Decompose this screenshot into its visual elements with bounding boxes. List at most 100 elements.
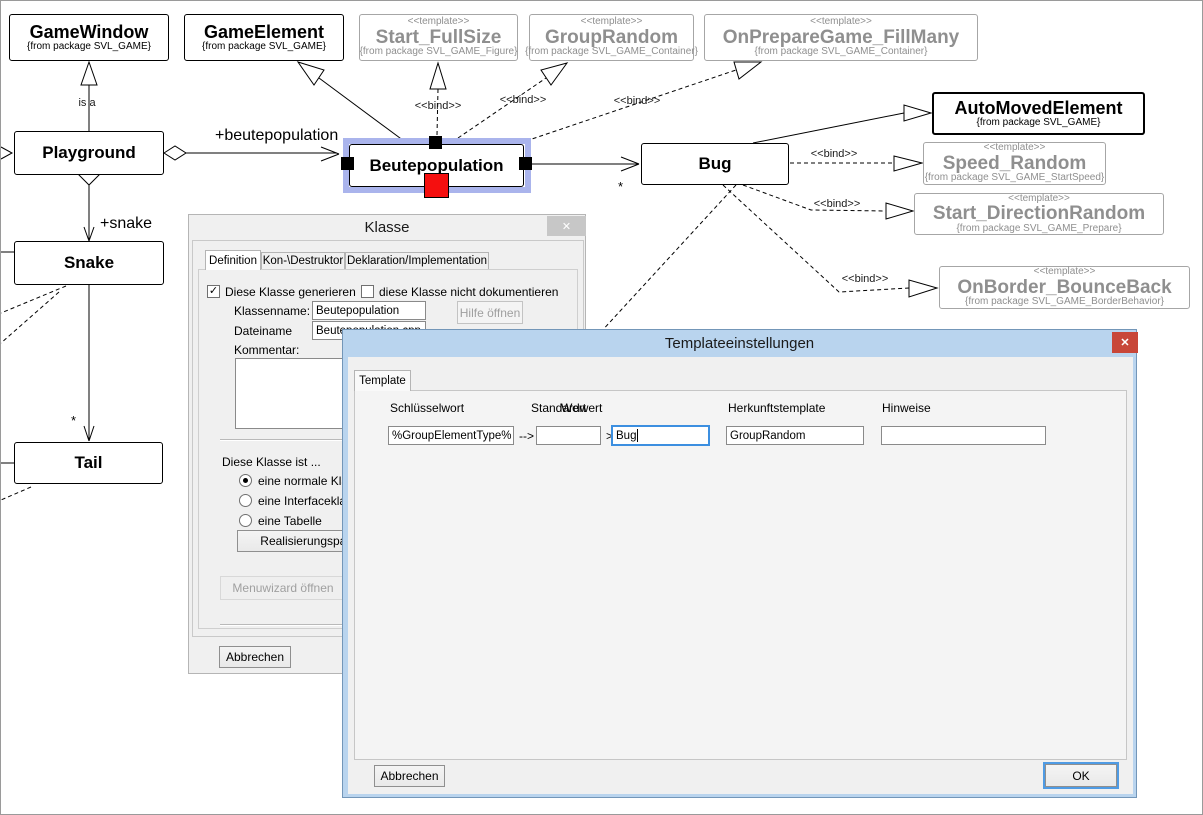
tab-kon-destruktor[interactable]: Kon-\Destruktor <box>261 252 345 270</box>
hinweise-input[interactable] <box>881 426 1046 445</box>
ok-label: OK <box>1072 768 1090 783</box>
klasse-close-button[interactable]: ✕ <box>547 216 586 236</box>
tab-label: Definition <box>209 254 257 267</box>
tab-label: Template <box>359 375 406 387</box>
selection-handle-top[interactable] <box>429 136 442 149</box>
template-close-button[interactable]: ✕ <box>1112 332 1138 353</box>
class-node-gameelement[interactable]: GameElement {from package SVL_GAME} <box>184 14 344 61</box>
tab-template[interactable]: Template <box>354 370 411 391</box>
col-schluesselwort: Schlüsselwort <box>390 401 465 415</box>
selection-handle-right[interactable] <box>519 157 532 170</box>
node-title: OnBorder_BounceBack <box>957 276 1172 298</box>
bind-label: <<bind>> <box>842 273 889 285</box>
template-abbrechen-button[interactable]: Abbrechen <box>374 765 445 787</box>
node-title: GroupRandom <box>545 26 678 48</box>
node-package: {from package SVL_GAME} <box>976 116 1101 128</box>
generalization-arrow <box>80 60 98 86</box>
node-title: Tail <box>74 453 103 473</box>
template-ok-button[interactable]: OK <box>1045 764 1117 787</box>
node-title: Snake <box>63 253 115 273</box>
class-node-snake[interactable]: Snake <box>14 241 164 285</box>
template-node-onborderbounceback[interactable]: <<template>> OnBorder_BounceBack {from p… <box>939 266 1190 309</box>
node-package: {from package SVL_GAME_Prepare} <box>956 222 1122 234</box>
class-node-gamewindow[interactable]: GameWindow {from package SVL_GAME} <box>9 14 169 61</box>
radio-interfaceklasse-label: eine Interfaceklasse <box>258 494 365 508</box>
hilfe-button[interactable]: Hilfe öffnen <box>457 301 523 324</box>
tab-label: Kon-\Destruktor <box>262 255 344 267</box>
node-package: {from package SVL_GAME_Container} <box>525 46 698 58</box>
herkunftstemplate-value: GroupRandom <box>730 429 806 442</box>
bind-arrow <box>429 61 447 90</box>
schluesselwort-value: %GroupElementType% <box>392 429 512 442</box>
wert-value: Bug <box>616 429 637 442</box>
abbrechen-label: Abbrechen <box>225 650 285 664</box>
generate-class-label: Diese Klasse generieren <box>225 285 356 299</box>
col-standardwert: Standardwert <box>531 401 603 415</box>
bind-label: <<bind>> <box>500 94 547 106</box>
edge-label-snake: +snake <box>100 215 152 232</box>
klasse-dialog-titlebar[interactable]: Klasse <box>364 219 410 236</box>
template-dialog-titlebar[interactable]: Templateeinstellungen <box>664 335 815 352</box>
bind-arrow <box>540 62 569 86</box>
generalization-arrow <box>903 104 933 122</box>
node-title: Beutepopulation <box>369 155 504 175</box>
node-title: AutoMovedElement <box>954 97 1123 118</box>
klasse-abbrechen-button[interactable]: Abbrechen <box>219 646 291 668</box>
edge-label-beutepopulation: +beutepopulation <box>215 127 338 144</box>
tab-definition[interactable]: Definition <box>205 250 261 270</box>
no-doc-checkbox[interactable] <box>361 285 374 298</box>
node-stereotype: <<template>> <box>810 16 872 28</box>
node-stereotype: <<template>> <box>983 142 1046 154</box>
text-caret <box>637 429 639 442</box>
check-icon: ✓ <box>208 285 219 297</box>
col-herkunftstemplate: Herkunftstemplate <box>728 401 826 415</box>
generate-class-checkbox[interactable]: ✓ <box>207 285 220 298</box>
radio-tabelle[interactable] <box>239 514 252 527</box>
menuwizard-button[interactable]: Menuwizard öffnen <box>220 576 346 600</box>
bind-label: <<bind>> <box>814 198 861 210</box>
col-wert: Wert <box>561 401 587 415</box>
class-node-bug[interactable]: Bug <box>641 143 789 185</box>
node-package: {from package SVL_GAME_Figure} <box>359 46 518 58</box>
bind-label: <<bind>> <box>415 100 462 112</box>
class-node-beutepopulation[interactable]: Beutepopulation <box>349 144 524 187</box>
menuwizard-label: Menuwizard öffnen <box>232 581 334 595</box>
tab-deklaration-implementation[interactable]: Deklaration/Implementation <box>345 252 489 270</box>
template-node-startdirectionrandom[interactable]: <<template>> Start_DirectionRandom {from… <box>914 193 1164 235</box>
arrow-text: --> <box>519 429 534 443</box>
schluesselwort-input[interactable]: %GroupElementType% <box>388 426 514 445</box>
class-node-tail[interactable]: Tail <box>14 442 163 484</box>
klassenname-input[interactable]: Beutepopulation <box>312 301 426 320</box>
generalization-arrow <box>296 61 325 86</box>
standardwert-input[interactable] <box>536 426 601 445</box>
selection-handle-red[interactable] <box>424 173 449 198</box>
node-stereotype: <<template>> <box>1008 192 1070 204</box>
class-node-automovedelement[interactable]: AutoMovedElement {from package SVL_GAME} <box>932 92 1145 135</box>
node-stereotype: <<template>> <box>580 16 643 28</box>
node-title: Start_DirectionRandom <box>932 203 1146 225</box>
radio-normale-klasse[interactable] <box>239 474 252 487</box>
wert-input[interactable]: Bug <box>611 425 710 446</box>
template-node-onpreparegame[interactable]: <<template>> OnPrepareGame_FillMany {fro… <box>704 14 978 61</box>
template-node-grouprandom[interactable]: <<template>> GroupRandom {from package S… <box>525 14 698 61</box>
template-node-speedrandom[interactable]: <<template>> Speed_Random {from package … <box>923 142 1106 185</box>
separator <box>220 439 420 441</box>
gt-text: > <box>606 429 614 443</box>
radio-normale-klasse-label: eine normale Klasse <box>258 474 367 488</box>
bind-label: <<bind>> <box>614 95 661 107</box>
selection-handle-left[interactable] <box>341 157 354 170</box>
radio-interfaceklasse[interactable] <box>239 494 252 507</box>
templateeinstellungen-dialog: Templateeinstellungen ✕ Template Schlüss… <box>342 329 1138 798</box>
node-package: {from package SVL_GAME_BorderBehavior} <box>965 296 1164 308</box>
template-dialog-client: Template Schlüsselwort Standardwert Wert… <box>348 357 1133 794</box>
node-title: GameElement <box>203 21 325 42</box>
node-title: Speed_Random <box>942 152 1087 174</box>
close-icon: ✕ <box>561 220 572 233</box>
template-node-start-fullsize[interactable]: <<template>> Start_FullSize {from packag… <box>359 14 518 61</box>
node-title: OnPrepareGame_FillMany <box>722 26 960 48</box>
edge-label-is-a: is a <box>78 97 96 109</box>
open-arrow <box>1 146 14 160</box>
bind-arrow <box>885 202 915 220</box>
class-node-playground[interactable]: Playground <box>14 131 164 175</box>
herkunftstemplate-input[interactable]: GroupRandom <box>726 426 864 445</box>
